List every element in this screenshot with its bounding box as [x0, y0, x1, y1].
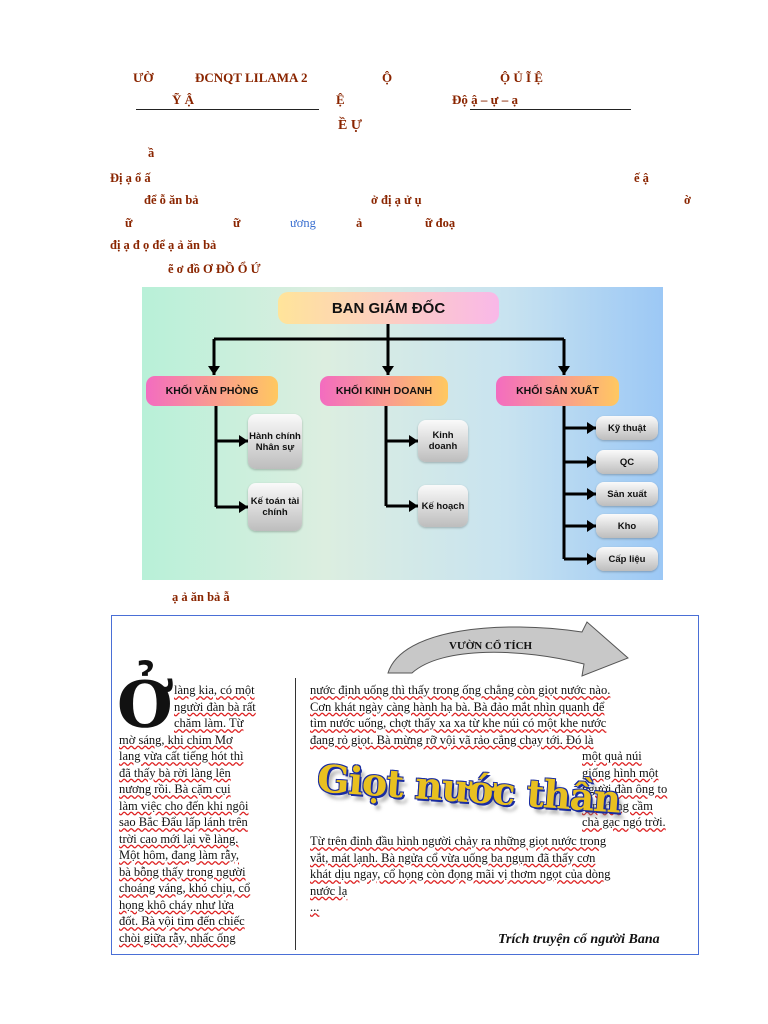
header-line2-a: Ỹ Ậ	[172, 92, 195, 107]
body-line-3a: để ỗ ăn bả	[144, 193, 199, 207]
org-leaf-kho: Kho	[596, 514, 658, 538]
story-source: Trích truyện cổ người Bana	[498, 932, 660, 947]
org-group-kinh-doanh: KHỐI KINH DOANH	[320, 376, 448, 406]
body-line-4b: ữ	[233, 216, 241, 230]
story-banner: VƯỜN CỔ TÍCH	[449, 640, 533, 652]
org-group-san-xuat: KHỐI SẢN XUẤT	[496, 376, 619, 406]
body-line-3b: ở đị ạ ử ụ	[371, 193, 422, 207]
story-line: Cơn khát ngày càng hành hạ bà. Bà đảo mắ…	[310, 699, 605, 714]
story-line: chăm làm. Từ	[174, 716, 244, 730]
story-line: người đàn bà rất	[174, 699, 256, 714]
body-line-2a: Đị ạ ổ ấ	[110, 171, 151, 185]
header-line2-b: Ệ	[336, 92, 345, 107]
story-line: làng kia, có một	[174, 683, 255, 697]
org-leaf-ke-hoach: Kế hoạch	[418, 485, 468, 527]
chart-caption-bottom: ạ ả ăn bả ẫ	[172, 590, 230, 604]
org-leaf-san-xuat: Sản xuất	[596, 482, 658, 506]
story-line: đang rỏ giọt. Bà mừng rỡ vội vã rảo cẳng…	[310, 732, 594, 747]
body-line-5: đị ạ đ ọ để ạ ả ăn bả	[110, 238, 217, 252]
story-right-top: nước định uống thì thấy trong ống chẳng …	[310, 682, 696, 748]
org-leaf-ke-toan: Kế toán tài chính	[248, 483, 302, 531]
header-fragment-c: Ộ	[382, 70, 393, 85]
story-line: đốt. Bà vội tìm đến chiếc	[119, 914, 245, 928]
banner-arrow-shape	[387, 621, 629, 677]
connector-arrow	[587, 488, 596, 500]
body-line-2b: ế ậ	[634, 171, 649, 185]
story-line: chòi giữa rẫy, nhấc ống	[119, 930, 236, 945]
org-leaf-cap-lieu: Cấp liệu	[596, 547, 658, 571]
connector-arrow	[587, 456, 596, 468]
connector-arrow	[558, 366, 570, 375]
story-line: trời cao mới lại về làng.	[119, 831, 239, 846]
header-org: ĐCNQT LILAMA 2	[195, 70, 308, 85]
org-leaf-kinh-doanh: Kinh doanh	[418, 420, 468, 462]
body-line-4e: ữ đoạ	[425, 216, 456, 230]
document-heading: Ề Ự	[338, 118, 362, 133]
chart-caption-top: ẽ ơ đồ Ơ ĐỒ Ổ Ứ	[168, 262, 261, 276]
body-line-1: ầ	[148, 146, 155, 160]
story-line: ...	[310, 900, 320, 914]
body-line-4d: ả	[356, 216, 363, 230]
connector-arrow	[587, 553, 596, 565]
story-line: vắt, mát lạnh. Bà ngửa cổ vừa uống ba ng…	[310, 850, 596, 865]
story-line: Từ trên đỉnh đầu hình người chảy ra nhữn…	[310, 834, 607, 848]
header-school: ƯỜ	[133, 70, 154, 85]
org-chart: BAN GIÁM ĐỐC KHỐI VĂN PHÒNG KHỐI KINH DO…	[142, 287, 663, 580]
connector-arrow	[409, 435, 418, 447]
org-leaf-hanh-chinh: Hành chính Nhân sự	[248, 414, 302, 469]
connector-arrow	[587, 520, 596, 532]
story-line: lớn, đang cầm	[582, 798, 653, 813]
org-leaf-qc: QC	[596, 450, 658, 474]
story-line: nước lạ	[310, 883, 348, 898]
connector-arrow	[239, 501, 248, 513]
story-right-bottom: Từ trên đỉnh đầu hình người chảy ra nhữn…	[310, 833, 696, 916]
story-line: chà gạc ngó trời.	[582, 815, 666, 829]
connector-arrow	[208, 366, 220, 375]
story-line: người đàn ông to	[582, 782, 668, 796]
story-line: giống hình một	[582, 765, 659, 780]
body-line-3c: ờ	[684, 193, 691, 207]
org-root-node: BAN GIÁM ĐỐC	[278, 292, 499, 324]
org-leaf-ky-thuat: Kỹ thuật	[596, 416, 658, 440]
story-line: họng khô cháy như lửa	[119, 897, 234, 912]
story-left-column: làng kia, có một người đàn bà rất chăm làm…	[119, 682, 291, 946]
header-line2-c: Độ ậ – ự – ạ	[452, 92, 518, 107]
connector-arrow	[587, 422, 596, 434]
story-line: nước định uống thì thấy trong ống chẳng …	[310, 683, 611, 697]
org-group-van-phong: KHỐI VĂN PHÒNG	[146, 376, 278, 406]
story-line: làm việc cho đến khi ngôi	[119, 798, 249, 813]
org-chart-connectors	[208, 324, 596, 565]
story-frame: VƯỜN CỔ TÍCH Ở làng kia, có một người đàn…	[111, 615, 699, 955]
body-line-4a: ữ	[125, 216, 133, 230]
column-divider	[295, 678, 296, 950]
header-fragment-d: Ộ Ủ Ĩ Ệ	[500, 70, 543, 85]
story-line: mờ sáng, khi chim Mơ	[119, 732, 233, 747]
header-underline-right	[470, 109, 631, 110]
body-line-4c-link: ương	[290, 216, 316, 230]
story-line: đã thấy bà rời làng lên	[119, 765, 231, 780]
story-title-art: Giọt nước thần	[315, 755, 622, 822]
connector-arrow	[382, 366, 394, 375]
story-right-middle: một quả núi giống hình một người đàn ông t…	[582, 748, 694, 831]
story-line: tìm nước uống, chợt thấy xa xa từ khe nú…	[310, 716, 607, 730]
story-line: bà bỗng thấy trong người	[119, 864, 246, 879]
story-line: Một hôm, đang làm rẫy,	[119, 848, 240, 862]
connector-arrow	[239, 435, 248, 447]
story-line: sao Bắc Đẩu lấp lánh trên	[119, 815, 248, 829]
header-underline-left	[136, 109, 319, 110]
story-line: nương rồi. Bà cặm cụi	[119, 782, 231, 796]
story-line: một quả núi	[582, 749, 642, 763]
story-drop-cap: Ở	[117, 668, 173, 743]
story-line: choáng váng, khó chịu, cổ	[119, 881, 251, 895]
connector-arrow	[409, 500, 418, 512]
story-line: lang vừa cất tiếng hót thì	[119, 749, 244, 763]
story-line: khát dịu ngay, cổ họng còn đọng mãi vị t…	[310, 867, 611, 881]
